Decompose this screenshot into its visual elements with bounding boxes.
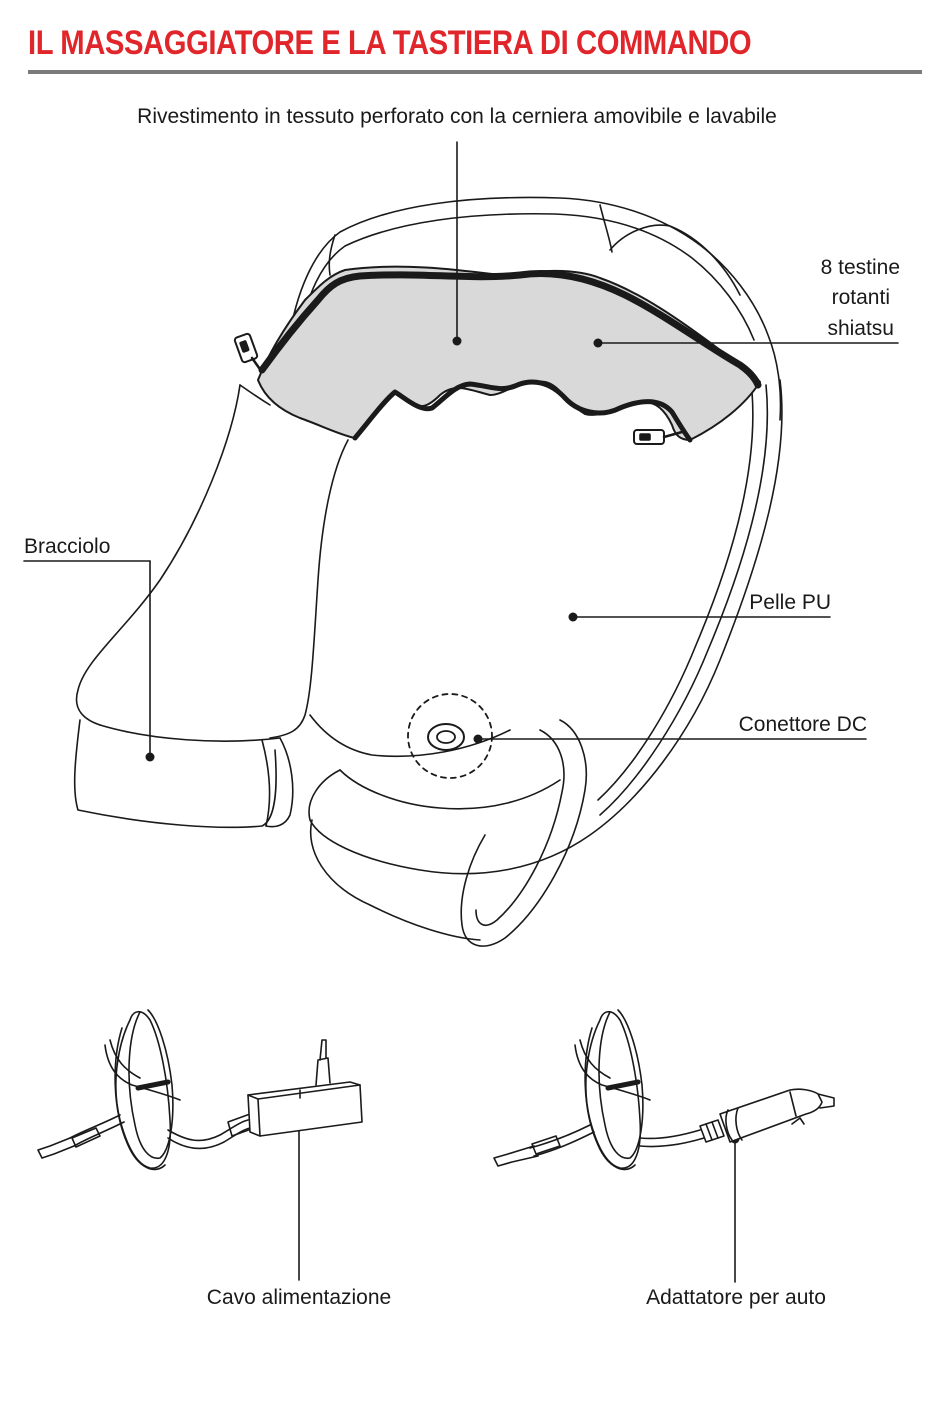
label-heads-line1: 8 testine	[760, 252, 900, 283]
power-cable-illustration	[38, 1010, 362, 1169]
perforated-cover	[258, 267, 760, 440]
zipper-pull-left	[234, 333, 262, 372]
label-car-adapter: Adattatore per auto	[608, 1282, 864, 1313]
massager-illustration	[75, 197, 782, 946]
label-power-cable: Cavo alimentazione	[170, 1282, 428, 1313]
right-handle-loop	[461, 720, 586, 946]
car-adapter-illustration	[494, 1010, 834, 1169]
right-strap-outline	[309, 380, 782, 874]
label-armrest: Bracciolo	[24, 531, 110, 562]
label-dc-connector: Conettore DC	[660, 709, 867, 740]
label-leather: Pelle PU	[660, 587, 831, 618]
armrest-hand-loop	[75, 720, 276, 827]
label-heads-line2: rotanti	[760, 282, 890, 313]
label-cover: Rivestimento in tessuto perforato con la…	[94, 101, 820, 132]
label-heads-line3: shiatsu	[760, 313, 894, 344]
